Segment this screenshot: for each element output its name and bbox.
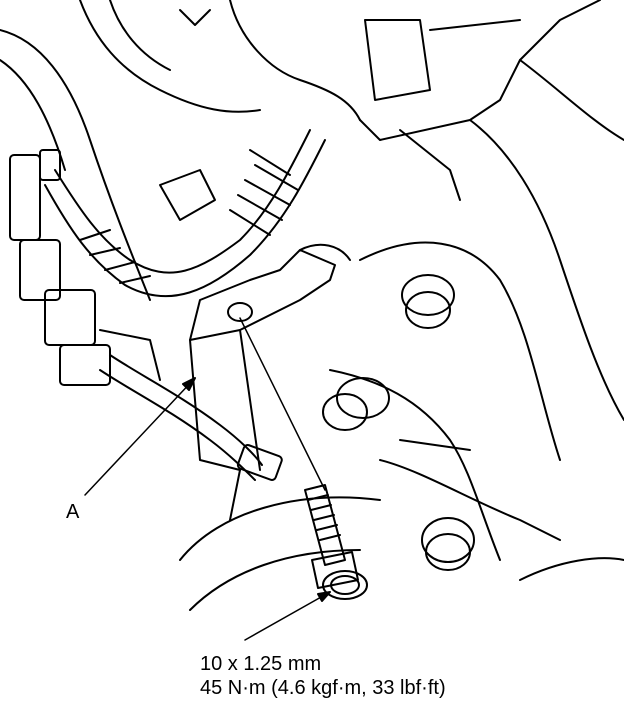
- bolt-torque-label: 45 N·m (4.6 kgf·m, 33 lbf·ft): [200, 677, 446, 699]
- wire-harness: [44, 129, 326, 481]
- callout-a-leader: [84, 377, 196, 496]
- bolt-size-label: 10 x 1.25 mm: [200, 653, 322, 675]
- torque-spec-leader: [244, 591, 331, 641]
- engine-housing-outline: [0, 0, 624, 421]
- mounting-bolt: [304, 484, 368, 600]
- flange-bolts: [322, 241, 561, 571]
- callout-label-a: A: [66, 501, 80, 523]
- bracket-plate: [189, 243, 351, 471]
- connector-block: [9, 149, 161, 386]
- bolt-insertion-guide: [239, 317, 326, 491]
- lower-housing: [179, 469, 624, 611]
